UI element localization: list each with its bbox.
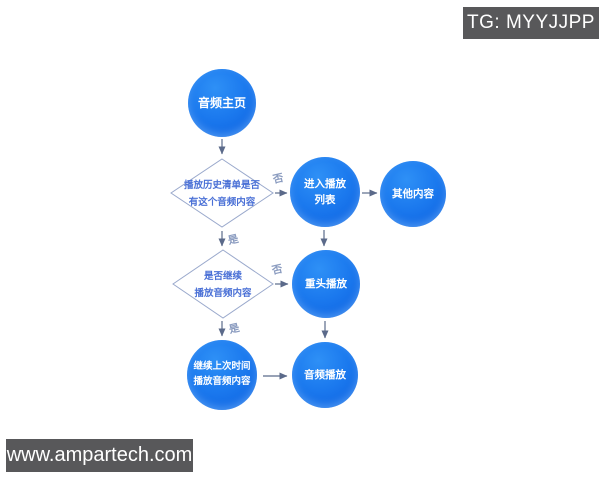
audio-play-node: 音频播放 [292, 342, 358, 408]
replay-from-start-node: 重头播放 [292, 250, 360, 318]
branch-label-no-2: 否 [270, 262, 284, 278]
website-watermark: www.ampartech.com [6, 439, 193, 472]
replay-from-start-label: 重头播放 [305, 277, 347, 290]
start-node-label: 音频主页 [197, 95, 246, 110]
enter-playlist-node: 进入播放 列表 [290, 157, 360, 227]
branch-label-no-1: 否 [271, 171, 285, 187]
telegram-watermark-text: TG: MYYJJPP [467, 12, 595, 33]
decision-history-diamond [170, 158, 274, 228]
branch-label-yes-2: 是 [227, 321, 241, 337]
branch-label-yes-1: 是 [226, 232, 240, 248]
decision-continue-diamond [172, 249, 274, 319]
decision-continue-label: 是否继续 播放音频内容 [194, 271, 252, 300]
decision-history-label: 播放历史清单是否 有这个音频内容 [183, 180, 260, 209]
audio-play-label: 音频播放 [304, 368, 346, 381]
website-watermark-text: www.ampartech.com [6, 444, 193, 466]
other-content-label: 其他内容 [392, 187, 434, 200]
resume-last-time-label: 继续上次时间 播放音频内容 [193, 361, 251, 387]
enter-playlist-label: 进入播放 列表 [304, 177, 346, 206]
other-content-node: 其他内容 [380, 161, 446, 227]
telegram-watermark: TG: MYYJJPP [463, 7, 599, 39]
start-node-audio-home: 音频主页 [188, 69, 256, 137]
resume-last-time-node: 继续上次时间 播放音频内容 [187, 340, 257, 410]
